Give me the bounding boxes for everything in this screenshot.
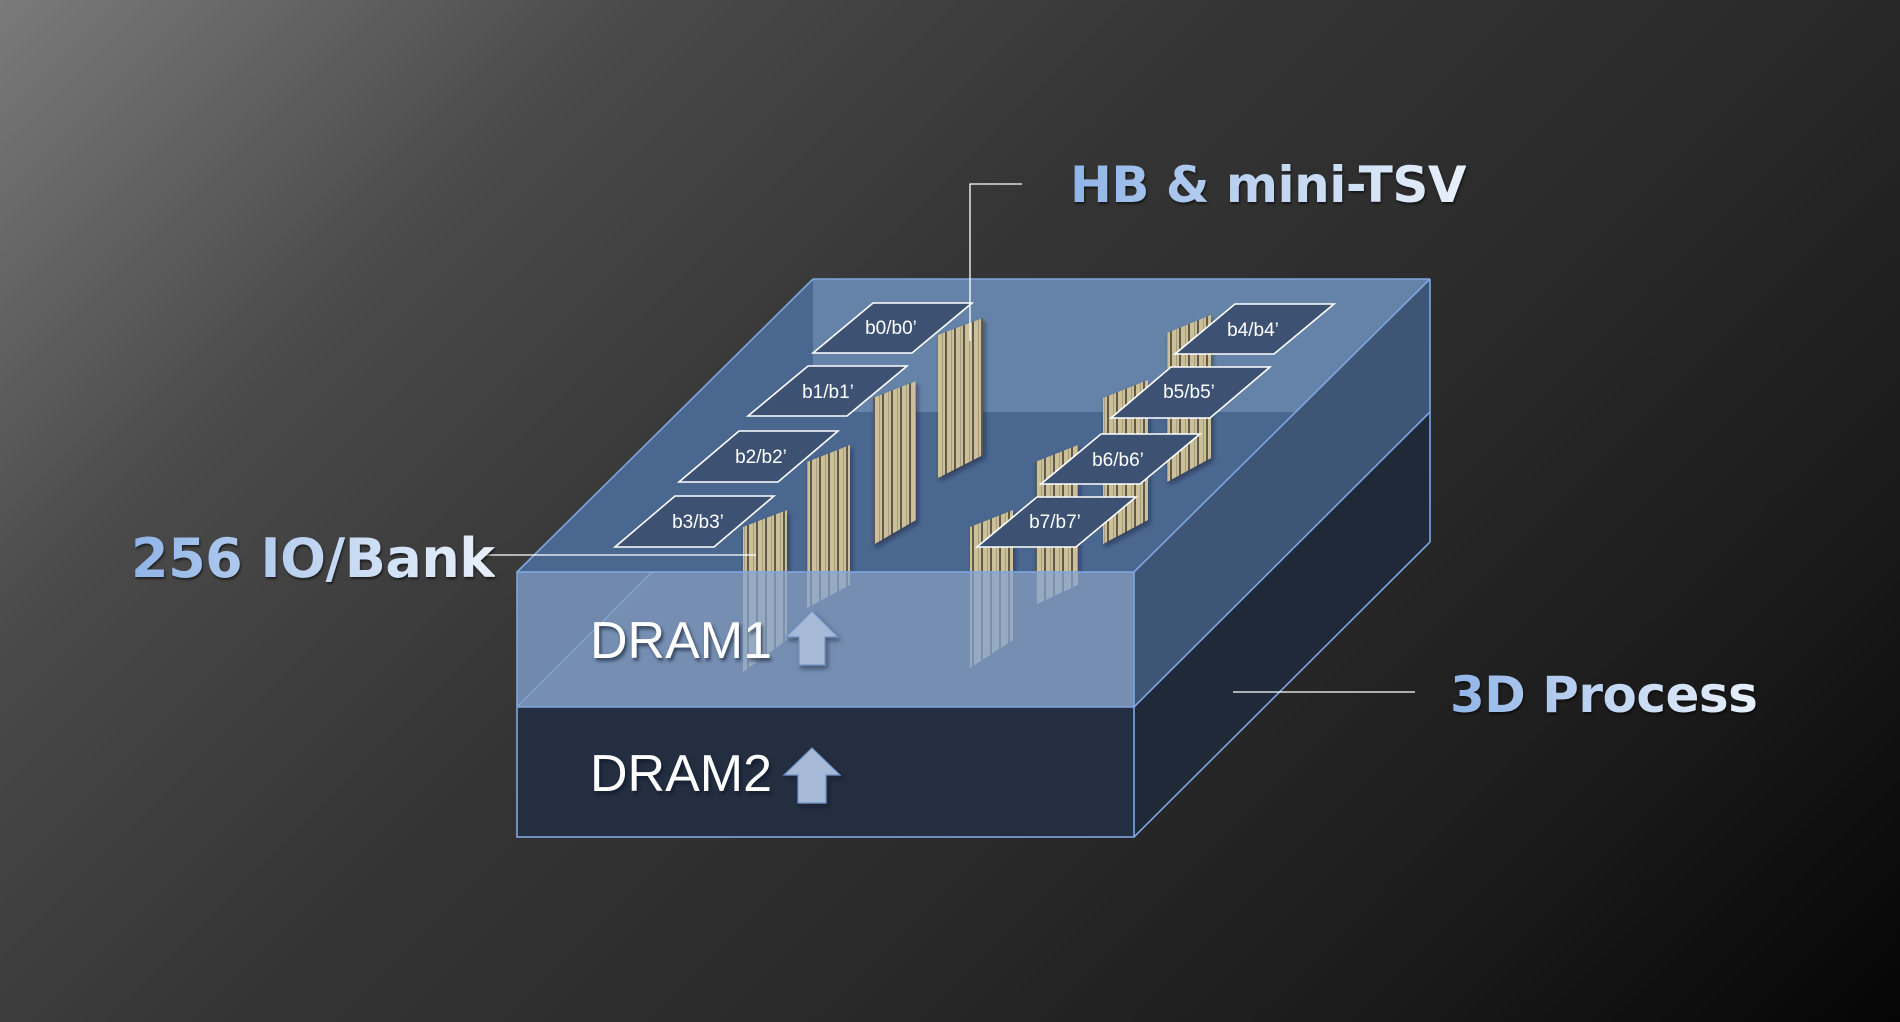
bank-b2: b2/b2’ <box>676 430 841 483</box>
bank-b7: b7/b7’ <box>974 496 1139 548</box>
right-face-upper <box>1134 279 1430 707</box>
bank-label: b4/b4’ <box>1227 320 1279 341</box>
box-edges <box>516 278 1431 838</box>
bank-b6: b6/b6’ <box>1038 433 1203 485</box>
hb-tsv-leader-line <box>969 183 1022 341</box>
bank-label: b5/b5’ <box>1163 382 1215 403</box>
hb-mini-tsv-callout: HB & mini-TSV <box>1070 156 1467 214</box>
bank-b5: b5/b5’ <box>1108 366 1273 419</box>
dram1-up-arrow-icon <box>784 610 840 666</box>
bank-label: b3/b3’ <box>672 512 724 533</box>
bank-label: b6/b6’ <box>1092 450 1144 471</box>
bank-label: b7/b7’ <box>1029 512 1081 533</box>
dram2-up-arrow-icon <box>782 747 842 804</box>
bank-b3: b3/b3’ <box>612 495 777 548</box>
bank-label: b0/b0’ <box>865 318 917 339</box>
bank-b4: b4/b4’ <box>1172 303 1337 355</box>
dram2-label: DRAM2 <box>590 745 773 803</box>
tsv-pillars-through-dram1 <box>743 572 1078 672</box>
bank-b0: b0/b0’ <box>810 302 975 354</box>
io-per-bank-callout: 256 IO/Bank <box>131 527 495 590</box>
bank-label: b1/b1’ <box>802 382 854 403</box>
dram1-label: DRAM1 <box>590 612 773 670</box>
bank-b1: b1/b1’ <box>745 365 910 417</box>
right-face-lower <box>1134 412 1430 837</box>
bank-label: b2/b2’ <box>735 447 787 468</box>
3d-process-callout: 3D Process <box>1450 666 1758 724</box>
